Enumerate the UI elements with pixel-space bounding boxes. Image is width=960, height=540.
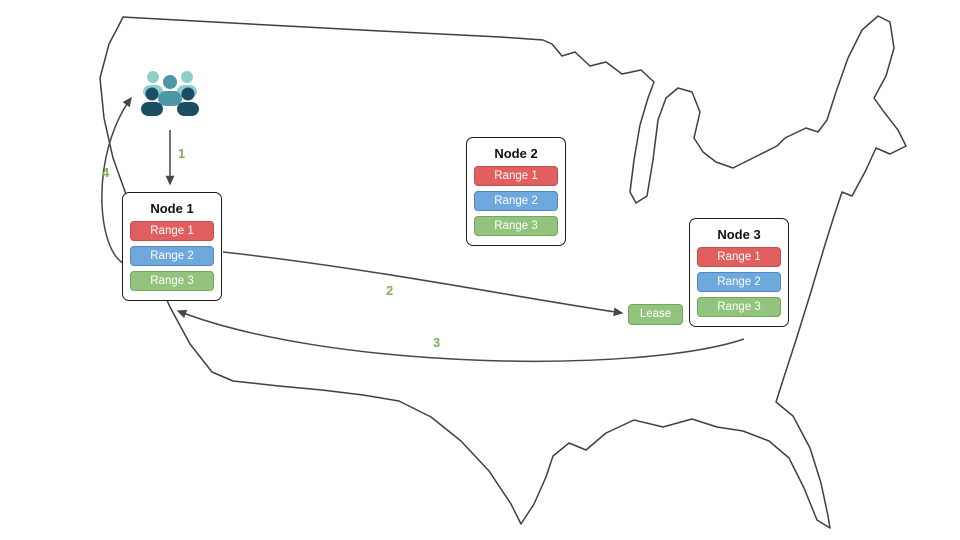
node-1-box: Node 1 Range 1 Range 2 Range 3 bbox=[122, 192, 222, 301]
step-label-4: 4 bbox=[102, 165, 110, 180]
step-label-2: 2 bbox=[386, 283, 394, 298]
node-2-range-2-pill: Range 2 bbox=[474, 191, 558, 211]
step-label-3: 3 bbox=[433, 335, 441, 350]
arrow-4-node1-to-users bbox=[101, 96, 132, 264]
node-1-range-3-pill: Range 3 bbox=[130, 271, 214, 291]
node-2-title: Node 2 bbox=[494, 146, 538, 161]
arrow-3-node3-to-node1 bbox=[176, 309, 745, 363]
node-2-range-1-pill: Range 1 bbox=[474, 166, 558, 186]
node-3-range-3-pill: Range 3 bbox=[697, 297, 781, 317]
node-1-title: Node 1 bbox=[150, 201, 194, 216]
users-group-icon bbox=[141, 71, 199, 116]
node-1-range-1-pill: Range 1 bbox=[130, 221, 214, 241]
node-3-title: Node 3 bbox=[717, 227, 761, 242]
node-3-range-1-pill: Range 1 bbox=[697, 247, 781, 267]
node-3-box: Node 3 Range 1 Range 2 Range 3 bbox=[689, 218, 789, 327]
us-map-outline bbox=[99, 15, 907, 529]
node-2-box: Node 2 Range 1 Range 2 Range 3 bbox=[466, 137, 566, 246]
arrow-2-node1-to-lease bbox=[222, 251, 624, 317]
node-3-range-2-pill: Range 2 bbox=[697, 272, 781, 292]
node-1-range-2-pill: Range 2 bbox=[130, 246, 214, 266]
node-2-range-3-pill: Range 3 bbox=[474, 216, 558, 236]
lease-badge: Lease bbox=[628, 304, 683, 325]
step-label-1: 1 bbox=[178, 146, 186, 161]
